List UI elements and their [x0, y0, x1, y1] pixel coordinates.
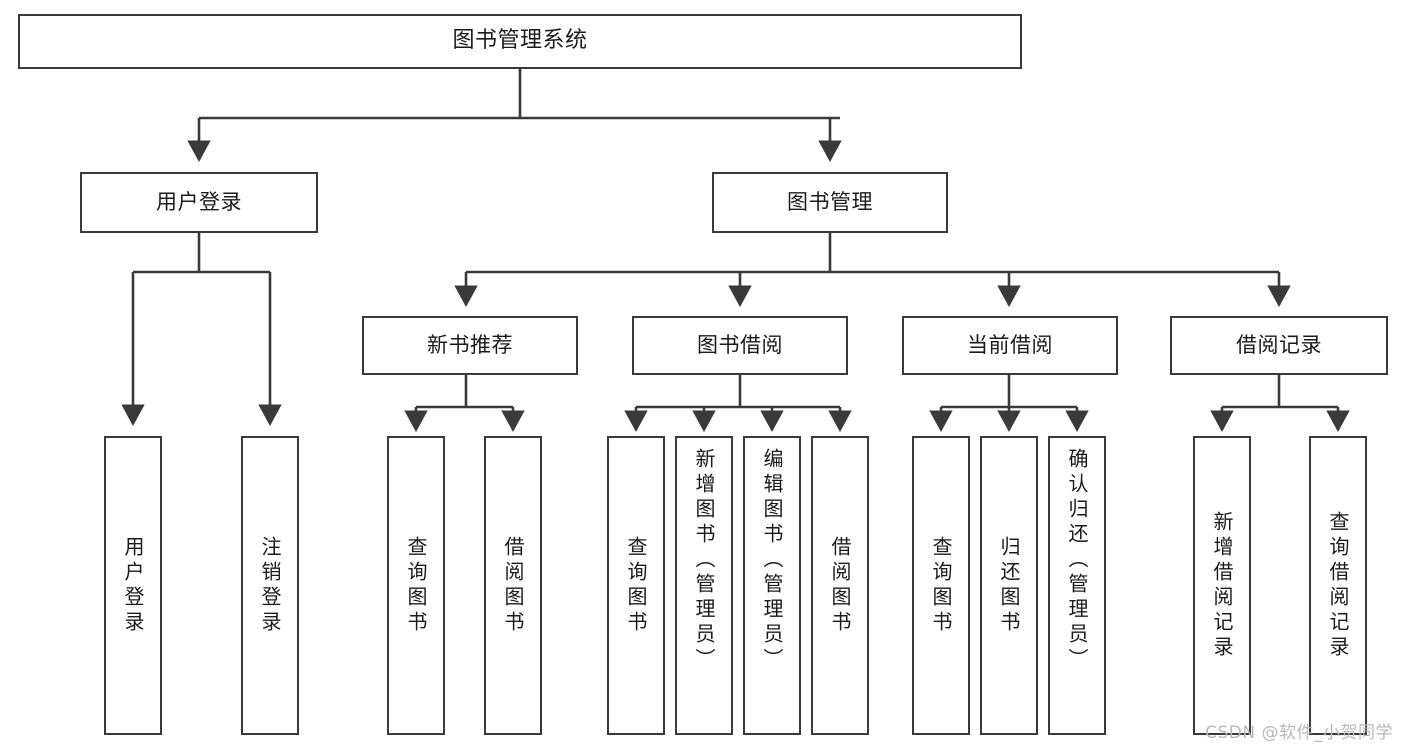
node-borrow-record[interactable]: 借阅记录 — [1170, 316, 1388, 375]
node-current-borrow[interactable]: 当前借阅 — [902, 316, 1118, 375]
node-leaf-query-book-2[interactable]: 查询图书 — [607, 436, 665, 735]
node-book-borrow-label: 图书借阅 — [697, 332, 783, 357]
node-root-label: 图书管理系统 — [452, 28, 588, 54]
node-user-login-label: 用户登录 — [156, 189, 242, 214]
node-leaf-borrow-book-1[interactable]: 借阅图书 — [484, 436, 542, 735]
node-leaf-query-book-2-label: 查询图书 — [624, 535, 648, 636]
node-leaf-query-book-3-label: 查询图书 — [929, 535, 953, 636]
node-leaf-borrow-book-2[interactable]: 借阅图书 — [811, 436, 869, 735]
node-book-manage-label: 图书管理 — [787, 189, 873, 214]
node-leaf-user-login[interactable]: 用户登录 — [104, 436, 162, 735]
node-leaf-add-record-label: 新增借阅记录 — [1210, 510, 1234, 661]
node-root[interactable]: 图书管理系统 — [18, 14, 1022, 69]
node-leaf-add-book[interactable]: 新增图书（管理员） — [675, 436, 733, 735]
node-leaf-logout[interactable]: 注销登录 — [241, 436, 299, 735]
node-leaf-edit-book[interactable]: 编辑图书（管理员） — [743, 436, 801, 735]
node-leaf-query-record-label: 查询借阅记录 — [1326, 510, 1350, 661]
node-leaf-confirm-return[interactable]: 确认归还（管理员） — [1048, 436, 1106, 735]
node-new-book-recommend-label: 新书推荐 — [427, 332, 513, 357]
node-leaf-add-book-label: 新增图书（管理员） — [692, 448, 716, 673]
node-leaf-query-book-1-label: 查询图书 — [404, 535, 428, 636]
node-borrow-record-label: 借阅记录 — [1236, 332, 1322, 357]
node-leaf-edit-book-label: 编辑图书（管理员） — [760, 448, 784, 673]
node-leaf-borrow-book-1-label: 借阅图书 — [501, 535, 525, 636]
node-leaf-logout-label: 注销登录 — [258, 535, 282, 636]
node-leaf-add-record[interactable]: 新增借阅记录 — [1193, 436, 1251, 735]
node-leaf-borrow-book-2-label: 借阅图书 — [828, 535, 852, 636]
node-leaf-return-book[interactable]: 归还图书 — [980, 436, 1038, 735]
node-leaf-user-login-label: 用户登录 — [121, 535, 145, 636]
node-current-borrow-label: 当前借阅 — [967, 332, 1053, 357]
node-book-manage[interactable]: 图书管理 — [712, 172, 948, 233]
node-leaf-query-book-3[interactable]: 查询图书 — [912, 436, 970, 735]
node-leaf-return-book-label: 归还图书 — [997, 535, 1021, 636]
node-leaf-confirm-return-label: 确认归还（管理员） — [1065, 448, 1089, 673]
node-leaf-query-record[interactable]: 查询借阅记录 — [1309, 436, 1367, 735]
node-book-borrow[interactable]: 图书借阅 — [632, 316, 848, 375]
node-leaf-query-book-1[interactable]: 查询图书 — [387, 436, 445, 735]
node-user-login[interactable]: 用户登录 — [80, 172, 318, 233]
node-new-book-recommend[interactable]: 新书推荐 — [362, 316, 578, 375]
watermark-text: CSDN @软件_小贺同学 — [1205, 723, 1393, 743]
